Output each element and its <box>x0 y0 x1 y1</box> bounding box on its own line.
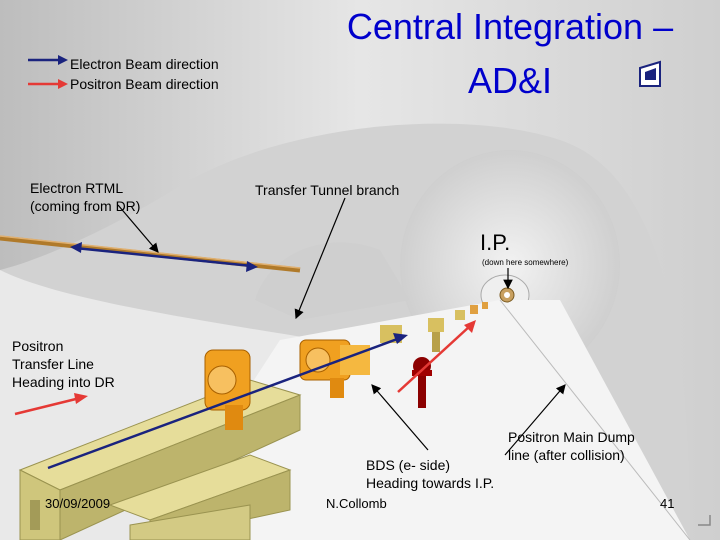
slide-title-line1: Central Integration – <box>346 6 674 47</box>
magnet-1 <box>204 349 251 430</box>
positron-transfer-label-line2: Transfer Line <box>12 356 94 372</box>
girder-front <box>108 454 292 540</box>
ip-detector <box>499 287 515 303</box>
floor-edge <box>499 299 691 540</box>
legend-positron-label: Positron Beam direction <box>70 76 219 92</box>
bds-pointer <box>371 384 429 451</box>
corner-mark-icon <box>698 515 711 526</box>
legend-electron-arrowhead <box>58 55 68 65</box>
electron-rtml-arrowhead-right <box>246 261 258 272</box>
footer-page-number: 41 <box>660 496 675 511</box>
legend-electron-label: Electron Beam direction <box>70 56 219 72</box>
electron-rtml-arrow <box>74 246 253 268</box>
dump-pointer <box>504 384 566 456</box>
transfer-tunnel-pointer <box>294 197 346 320</box>
bds-label-line2: Heading towards I.P. <box>366 475 495 491</box>
positron-transfer-arrow <box>14 396 81 416</box>
electron-rtml-label-line2: (coming from DR) <box>30 198 141 214</box>
bds-beam-arrow <box>47 336 401 470</box>
bds-beam-arrowhead <box>393 333 408 344</box>
dump-label-line2: line (after collision) <box>508 447 625 463</box>
electron-rtml-label-line1: Electron RTML <box>30 180 124 196</box>
positron-transfer-label-line3: Heading into DR <box>12 374 115 390</box>
lab-logo-icon <box>639 60 661 87</box>
footer-author: N.Collomb <box>326 496 387 511</box>
dump-label-line1: Positron Main Dump <box>508 429 635 445</box>
dump-beam-arrow <box>397 325 471 393</box>
dump-beam-arrowhead <box>464 320 476 333</box>
dump-stand <box>412 357 432 408</box>
slide-title-line2: AD&I <box>467 60 553 101</box>
ip-label: I.P. <box>480 230 511 255</box>
rtml-pointer <box>117 204 159 253</box>
electron-rtml-arrowhead-left <box>70 242 82 253</box>
branch-tunnel <box>255 242 410 320</box>
ip-note-label: (down here somewhere) <box>482 258 569 267</box>
positron-transfer-label-line1: Positron <box>12 338 64 354</box>
bds-label-line1: BDS (e- side) <box>366 457 451 473</box>
transfer-tunnel-label: Transfer Tunnel branch <box>255 182 400 198</box>
legend-positron-arrowhead <box>58 79 68 89</box>
footer-date: 30/09/2009 <box>45 496 111 511</box>
positron-transfer-arrowhead <box>74 393 88 404</box>
